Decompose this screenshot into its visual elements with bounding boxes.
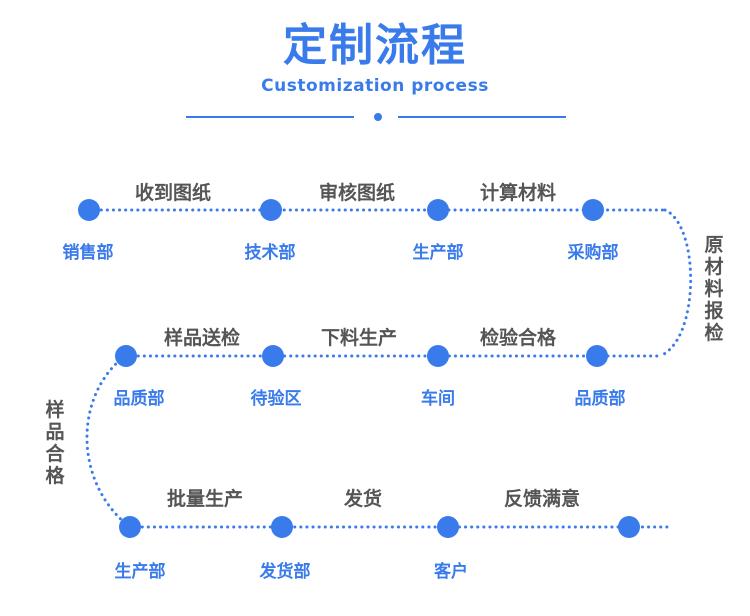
process-node-1-4 — [582, 199, 604, 221]
process-node-3-1 — [119, 516, 141, 538]
flow-connectors — [85, 208, 693, 529]
title-divider-right — [398, 116, 566, 118]
department-label: 销售部 — [62, 243, 114, 263]
connector-label-right: 原材料报检 — [704, 234, 724, 344]
department-label: 客户 — [434, 562, 468, 582]
process-node-2-2 — [262, 345, 284, 367]
department-label: 生产部 — [412, 243, 464, 263]
page-subtitle: Customization process — [261, 76, 489, 96]
title-divider-left — [186, 116, 354, 118]
department-label: 生产部 — [114, 562, 166, 582]
process-node-1-3 — [427, 199, 449, 221]
department-label: 品质部 — [113, 389, 165, 409]
title-divider-dot — [374, 113, 382, 121]
department-label: 技术部 — [244, 243, 296, 263]
department-label: 车间 — [421, 389, 455, 409]
flow-nodes — [78, 199, 640, 538]
step-label: 收到图纸 — [134, 182, 212, 204]
department-label: 待验区 — [250, 389, 302, 409]
process-node-2-4 — [586, 345, 608, 367]
step-label: 批量生产 — [166, 488, 244, 510]
right-curve-connector — [658, 208, 693, 358]
department-label: 品质部 — [574, 389, 626, 409]
process-node-2-3 — [427, 345, 449, 367]
connector-label-left: 样品合格 — [45, 399, 65, 487]
step-label: 检验合格 — [479, 327, 557, 349]
step-label: 发货 — [343, 488, 383, 510]
process-node-1-1 — [78, 199, 100, 221]
process-node-1-2 — [260, 199, 282, 221]
step-label: 样品送检 — [163, 327, 241, 349]
process-node-3-4 — [618, 516, 640, 538]
process-node-3-2 — [271, 516, 293, 538]
step-label: 计算材料 — [479, 182, 557, 204]
department-label: 发货部 — [259, 562, 311, 582]
step-label: 审核图纸 — [318, 182, 396, 204]
department-label: 采购部 — [567, 243, 619, 263]
process-node-2-1 — [115, 345, 137, 367]
page-title: 定制流程 — [283, 20, 467, 71]
step-label: 反馈满意 — [503, 488, 581, 510]
process-node-3-3 — [437, 516, 459, 538]
step-label: 下料生产 — [320, 327, 398, 349]
